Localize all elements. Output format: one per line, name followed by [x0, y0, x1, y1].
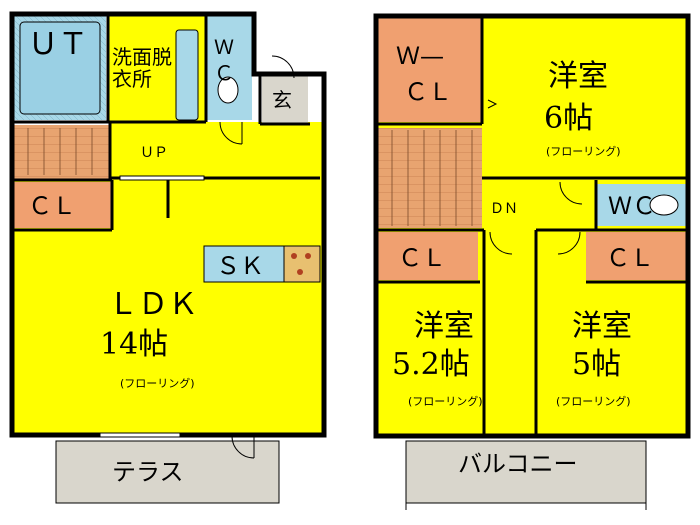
entrance: [262, 76, 308, 124]
closet-2f-right: [586, 232, 686, 280]
stairs-2f: [378, 128, 482, 228]
room5-name: 洋室: [572, 309, 632, 344]
closet-1f-label: ＣＬ: [28, 192, 76, 220]
stairs-1f-label: ＵＰ: [140, 145, 168, 161]
walkin-closet-line1: Ｗ—: [396, 42, 444, 70]
room52-flooring: (フローリング): [408, 395, 483, 408]
terrace-label: テラス: [112, 458, 184, 486]
toilet-2f-label: ＷＣ: [608, 192, 656, 220]
ldk-name: ＬＤＫ: [108, 287, 198, 322]
room5-flooring: (フローリング): [556, 395, 631, 408]
washroom-label: 洗面脱衣所: [112, 45, 172, 91]
terrace: [55, 440, 280, 504]
stairs-1f: [14, 125, 110, 179]
room5-size: 5帖: [572, 347, 622, 382]
room6-flooring: (フローリング): [546, 145, 621, 158]
room52-name: 洋室: [414, 309, 474, 344]
unit-bath-label: ＵＴ: [28, 27, 88, 62]
stairs-2f-label: ＤＮ: [490, 201, 518, 217]
balcony: [405, 440, 647, 504]
closet-2f-left-label: ＣＬ: [398, 244, 446, 272]
walkin-closet-line2: ＣＬ: [404, 78, 452, 106]
room6-name: 洋室: [548, 59, 608, 94]
room6-size: 6帖: [544, 101, 594, 136]
balcony-label: バルコニー: [458, 450, 578, 478]
closet-2f-left: [378, 232, 478, 280]
entrance-label: 玄: [272, 88, 292, 112]
toilet-1f-label: Ｗ Ｃ: [214, 35, 234, 85]
ldk-flooring: (フローリング): [120, 377, 195, 390]
ldk-size: 14帖: [100, 327, 169, 362]
walkin-closet: [378, 18, 482, 122]
kitchen-label: ＳＫ: [216, 252, 264, 280]
closet-1f: [14, 182, 112, 228]
room52-size: 5.2帖: [392, 347, 470, 382]
closet-2f-right-label: ＣＬ: [606, 244, 654, 272]
